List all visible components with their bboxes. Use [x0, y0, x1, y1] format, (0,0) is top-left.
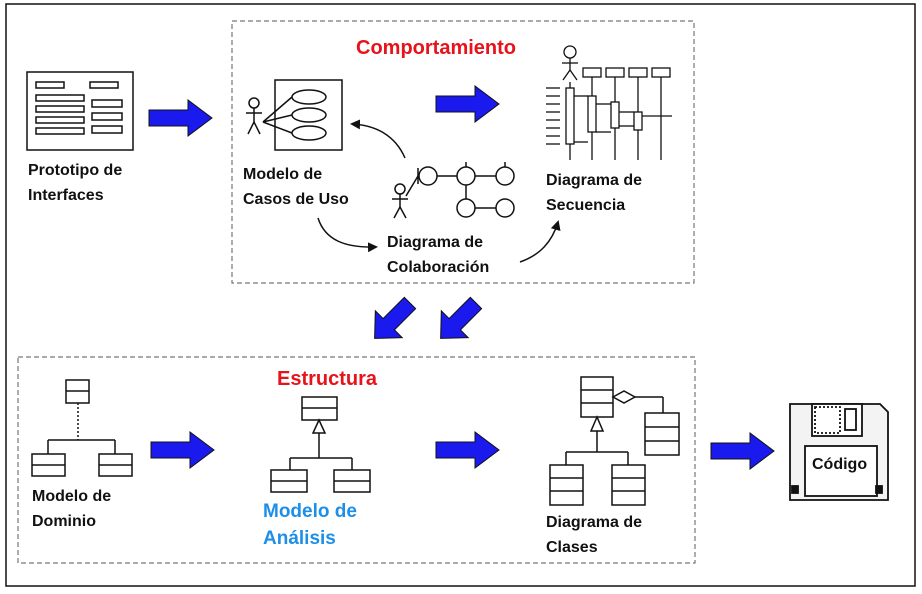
class-diagram-label: Diagrama de Clases	[546, 514, 643, 556]
structure-group-box	[17, 356, 696, 564]
arrow-behavior-to-analysis	[440, 296, 483, 339]
collab-to-usecase-arrow	[350, 119, 406, 159]
use-case-model-icon	[246, 79, 343, 151]
sequence-diagram-icon	[546, 45, 672, 160]
analysis-model-icon	[270, 396, 371, 493]
interface-prototype-icon	[26, 71, 134, 151]
code-label: Código	[812, 456, 868, 473]
arrow-domain-to-analysis	[150, 431, 215, 469]
class-diagram-icon	[549, 376, 680, 506]
analysis-model-label: Modelo de Análisis	[263, 501, 357, 549]
arrow-usecase-to-sequence	[435, 85, 500, 123]
interface-prototype-label: Prototipo de Interfaces	[28, 162, 123, 204]
collaboration-diagram-label: Diagrama de Colaboración	[387, 234, 490, 276]
domain-model-label: Modelo de Dominio	[32, 488, 112, 530]
floppy-disk-icon	[789, 403, 889, 501]
blue-flow-arrows	[148, 85, 775, 470]
outer-frame	[5, 3, 916, 587]
behavior-group-box	[231, 20, 695, 284]
collaboration-diagram-icon	[392, 162, 515, 219]
arrow-behavior-to-domain	[374, 296, 417, 339]
collab-to-sequence-arrow	[519, 220, 561, 263]
use-case-model-label: Modelo de Casos de Uso	[243, 166, 349, 208]
arrow-classes-to-code	[710, 432, 775, 470]
arrow-analysis-to-classes	[435, 431, 500, 469]
domain-model-icon	[31, 379, 133, 477]
sequence-diagram-label: Diagrama de Secuencia	[546, 172, 643, 214]
arrow-prototype-to-behavior	[148, 99, 213, 137]
usecase-to-collab-arrow	[317, 217, 378, 253]
behavior-title: Comportamiento	[356, 37, 516, 59]
structure-title: Estructura	[277, 368, 378, 390]
